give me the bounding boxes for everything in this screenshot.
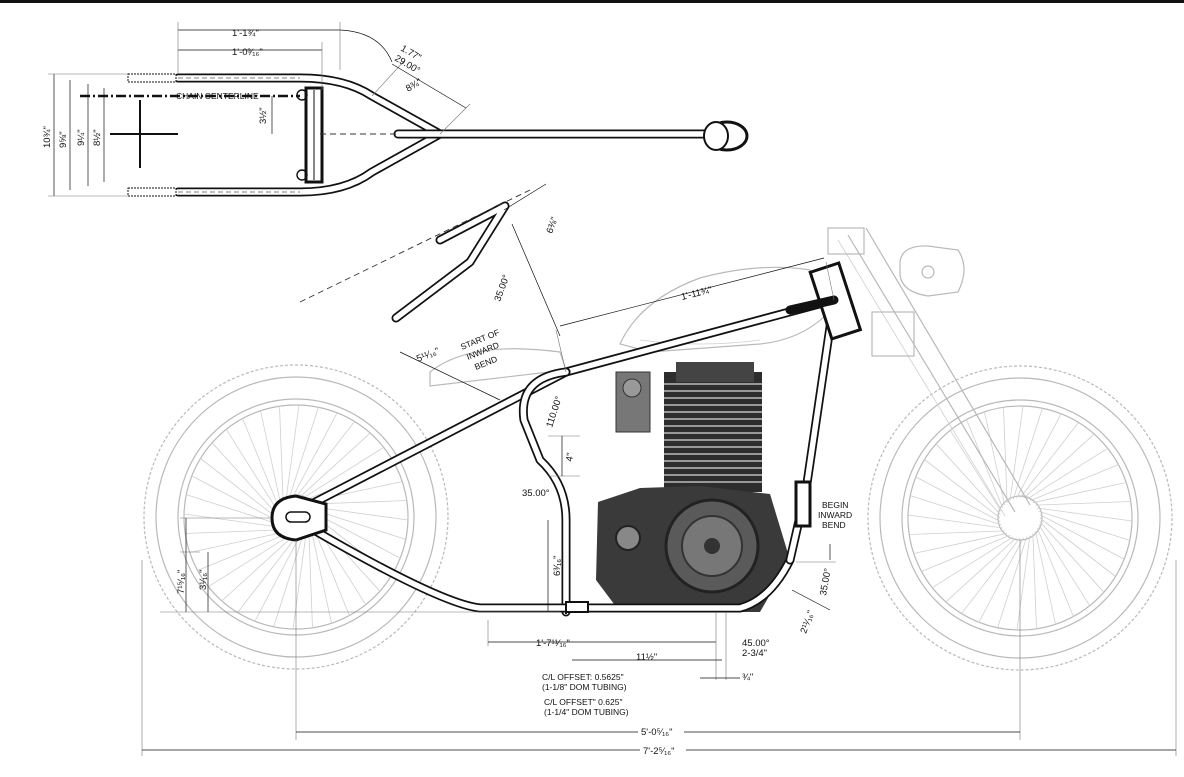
dim-bottom-11-5: 11½" (636, 652, 657, 663)
dim-angle-35-mid: 35.00° (522, 488, 550, 499)
note-offset-1b: (1-1/8" DOM TUBING) (542, 682, 627, 692)
note-offset-1a: C/L OFFSET: 0.5625" (542, 672, 624, 682)
label-begin-inward-3: BEND (822, 520, 846, 530)
dim-bottom-1-7-11-16: 1'-7¹¹⁄₁₆" (536, 638, 570, 649)
dim-seat-5-11-16: 5¹¹⁄₁₆" (415, 346, 441, 365)
dim-length-2-75: 2-3/4" (742, 648, 767, 659)
dim-angle-110: 110.00° (544, 395, 564, 429)
note-offset-2b: (1-1/4" DOM TUBING) (544, 707, 629, 717)
dim-overall-length: 7'-2⁵⁄₁₆" (643, 746, 674, 757)
dim-top-1-0-3-16: 1'-0³⁄₁₆" (232, 47, 263, 58)
dim-length-4: 4" (564, 452, 576, 462)
dim-angle-35-front: 35.00° (818, 567, 834, 596)
label-begin-inward-2: INWARD (818, 510, 852, 520)
label-begin-inward-1: BEGIN (822, 500, 848, 510)
dim-top-1-1-75: 1'-1¾" (232, 28, 259, 39)
dim-angle-45: 45.00° (742, 638, 770, 649)
dim-rear-7-15-16: 7¹⁵⁄₁₆" (176, 570, 187, 594)
engine (596, 362, 790, 612)
dim-bottom-0-75: ¾" (742, 672, 753, 683)
dim-length-6-3-16: 6³⁄₁₆" (552, 556, 563, 576)
label-chain-centerline: CHAIN CENTERLINE (176, 91, 259, 101)
headlight (899, 245, 965, 297)
dim-len-8-75: 8¾" (404, 77, 424, 95)
note-offset-2a: C/L OFFSET" 0.625" (544, 697, 622, 707)
dim-seat-6-375: 6⅜" (544, 216, 560, 235)
dim-width-10-75: 10¾" (42, 126, 53, 148)
dim-width-3-5: 3½" (258, 107, 269, 124)
dim-wheelbase: 5'-0⁵⁄₁₆" (641, 727, 672, 738)
top-view-frame (80, 73, 749, 197)
dim-seat-35: 35.00° (492, 273, 512, 303)
dim-width-8-5: 8½" (92, 129, 103, 146)
front-fork (827, 227, 1031, 517)
dim-rear-3-1-16: 3¹⁄₁₆" (198, 570, 209, 590)
fuel-tank (619, 266, 828, 353)
dim-backbone-1-11-75: 1'-11¾" (680, 285, 713, 303)
dim-length-2-11-16: 2¹¹⁄₁₆" (798, 609, 816, 635)
side-view-frame (270, 189, 863, 617)
dim-width-9-25: 9¼" (76, 129, 87, 146)
top-view-dimensions (48, 22, 471, 197)
dim-width-9-625: 9⅝" (58, 131, 69, 148)
